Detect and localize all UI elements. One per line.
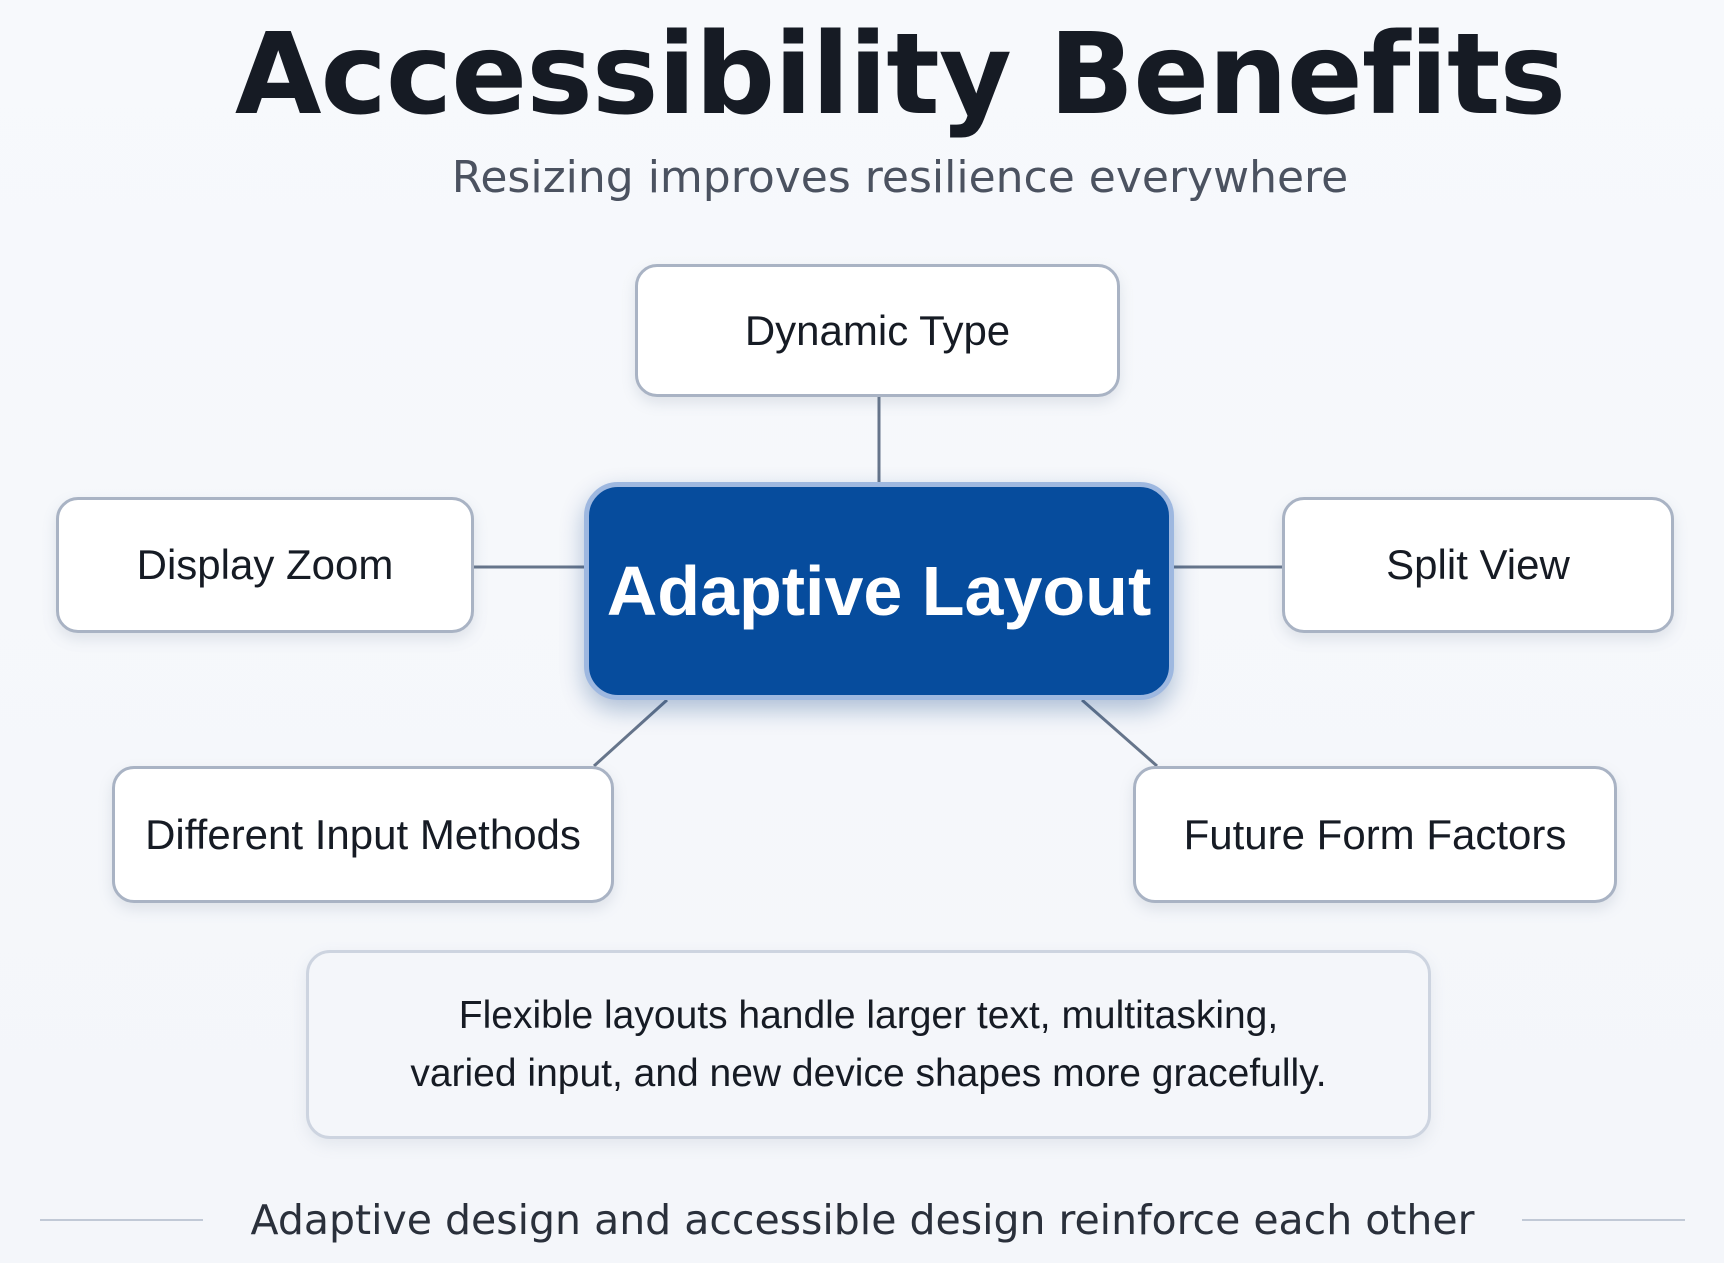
node-dynamic-type: Dynamic Type bbox=[635, 264, 1120, 397]
footer: Adaptive design and accessible design re… bbox=[40, 1190, 1685, 1250]
center-label: Adaptive Layout bbox=[606, 552, 1152, 630]
connector-bottom-left bbox=[592, 698, 669, 768]
node-split-view: Split View bbox=[1282, 497, 1674, 633]
node-label: Different Input Methods bbox=[145, 810, 581, 858]
summary-line-2: varied input, and new device shapes more… bbox=[410, 1051, 1327, 1095]
footer-divider-left bbox=[40, 1219, 203, 1221]
node-future-form-factors: Future Form Factors bbox=[1133, 766, 1617, 903]
node-label: Future Form Factors bbox=[1183, 810, 1567, 858]
footer-text: Adaptive design and accessible design re… bbox=[250, 1196, 1475, 1244]
page-title: Accessibility Benefits bbox=[234, 10, 1566, 140]
node-label: Dynamic Type bbox=[744, 306, 1011, 354]
connector-bottom-right bbox=[1081, 698, 1158, 768]
footer-divider-right bbox=[1522, 1219, 1685, 1221]
node-display-zoom: Display Zoom bbox=[56, 497, 474, 633]
summary-line-1: Flexible layouts handle larger text, mul… bbox=[458, 993, 1279, 1037]
node-adaptive-layout: Adaptive Layout bbox=[584, 482, 1174, 700]
node-label: Split View bbox=[1386, 541, 1570, 588]
node-different-input-methods: Different Input Methods bbox=[112, 766, 614, 903]
summary-note: Flexible layouts handle larger text, mul… bbox=[306, 950, 1431, 1139]
node-label: Display Zoom bbox=[136, 541, 394, 588]
page-subtitle: Resizing improves resilience everywhere bbox=[451, 152, 1349, 203]
